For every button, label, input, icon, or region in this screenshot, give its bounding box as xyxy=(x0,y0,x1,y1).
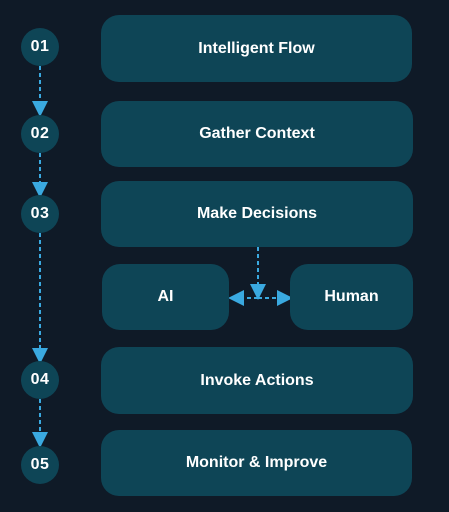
step-box-monitor-improve: Monitor & Improve xyxy=(101,430,412,496)
step-box-make-decisions: Make Decisions xyxy=(101,181,413,247)
branch-box-human: Human xyxy=(290,264,413,330)
branch-box-ai: AI xyxy=(102,264,229,330)
step-number-03: 03 xyxy=(21,195,59,233)
step-box-intelligent-flow: Intelligent Flow xyxy=(101,15,412,82)
step-box-invoke-actions: Invoke Actions xyxy=(101,347,413,414)
step-number-05: 05 xyxy=(21,446,59,484)
step-box-gather-context: Gather Context xyxy=(101,101,413,167)
step-number-04: 04 xyxy=(21,361,59,399)
step-number-02: 02 xyxy=(21,115,59,153)
step-number-01: 01 xyxy=(21,28,59,66)
